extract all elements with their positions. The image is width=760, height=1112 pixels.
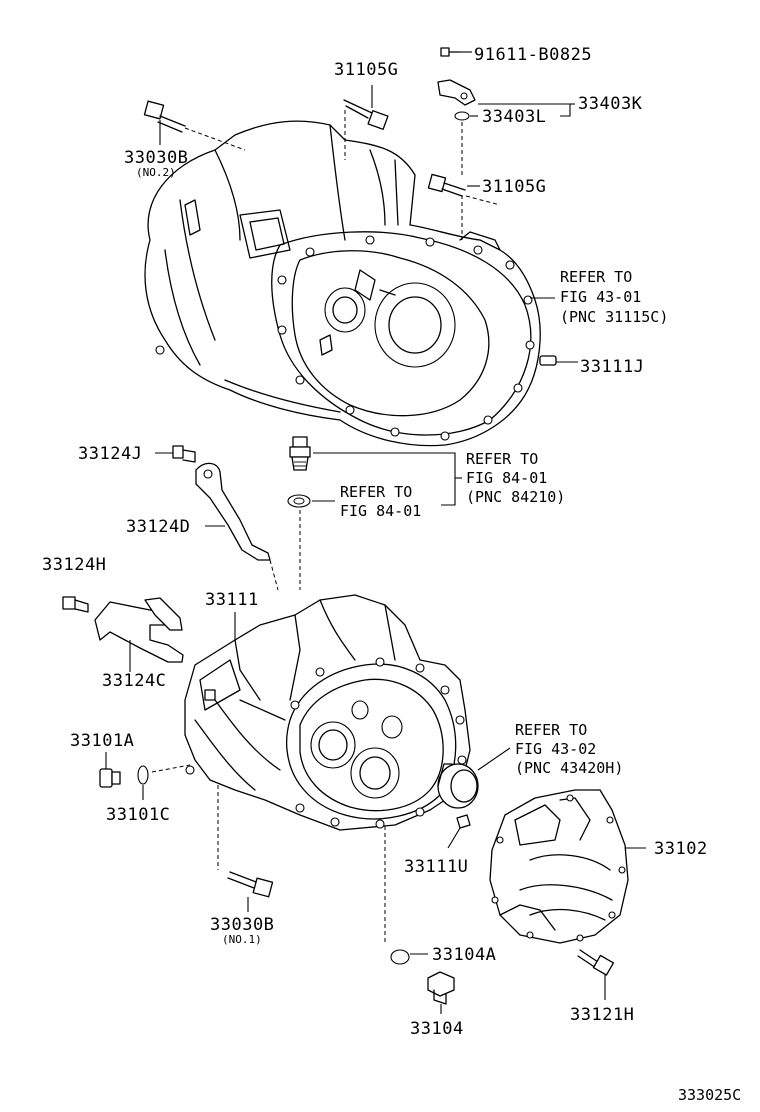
label-33104: 33104 (410, 1019, 464, 1039)
label-33124c: 33124C (102, 671, 166, 691)
label-33403l: 33403L (482, 107, 546, 127)
label-33030b-no2: 33030B (124, 148, 188, 168)
lever-33124c (94, 597, 184, 672)
label-33121h: 33121H (570, 1005, 634, 1025)
sensor-o-ring (287, 494, 311, 508)
label-33111: 33111 (205, 590, 259, 610)
label-91611-b0825: 91611-B0825 (474, 45, 592, 65)
label-33030b-no1-note: (NO.1) (222, 933, 262, 946)
label-33030b-no1: 33030B (210, 915, 274, 935)
bolt-31105g-mid (427, 173, 501, 206)
label-33102: 33102 (654, 839, 708, 859)
bolt-33121h (577, 949, 615, 1000)
oil-seal-refer (437, 747, 511, 809)
bracket-33403k (437, 79, 476, 106)
ref4-line1: REFER TO (515, 721, 587, 739)
bolt-33030b-no2 (143, 100, 246, 151)
label-33104a: 33104A (432, 945, 496, 965)
ref1-line2: FIG 43-01 (560, 288, 641, 306)
gasket-33101c (137, 765, 149, 785)
bolt-91611-b0825 (440, 47, 472, 57)
ref2-line1: REFER TO (466, 450, 538, 468)
label-31105g-mid: 31105G (482, 177, 546, 197)
speed-sensor (289, 436, 311, 471)
ref2-line2: FIG 84-01 (466, 469, 547, 487)
label-31105g-top: 31105G (334, 60, 398, 80)
label-33111u: 33111U (404, 857, 468, 877)
bolt-33124j (155, 445, 196, 463)
ref4-line3: (PNC 43420H) (515, 759, 623, 777)
label-33124j: 33124J (78, 444, 142, 464)
label-33101c: 33101C (106, 805, 170, 825)
ref1-line3: (PNC 31115C) (560, 308, 668, 326)
label-33030b-no2-note: (NO.2) (136, 166, 176, 179)
label-33403k: 33403K (578, 94, 643, 114)
ref2-line3: (PNC 84210) (466, 488, 565, 506)
plug-33101a (99, 752, 121, 788)
ref4-line2: FIG 43-02 (515, 740, 596, 758)
label-33101a: 33101A (70, 731, 134, 751)
lever-33124d (195, 462, 279, 591)
washer-33403l (454, 111, 470, 121)
cover-33102 (489, 789, 646, 944)
label-33124h: 33124H (42, 555, 106, 575)
bolt-33124h (62, 596, 89, 613)
label-33124d: 33124D (126, 517, 190, 537)
figure-code: 333025C (678, 1086, 741, 1104)
bolt-33030b-no1 (227, 871, 274, 912)
pin-33111j (539, 355, 578, 366)
ref3-line1: REFER TO (340, 483, 412, 501)
plug-33104 (427, 971, 455, 1014)
transmission-case-upper (144, 120, 541, 447)
bolt-31105g-top (343, 85, 389, 160)
gasket-33104a (390, 949, 410, 965)
ref3-line2: FIG 84-01 (340, 502, 421, 520)
ref1-line1: REFER TO (560, 268, 632, 286)
transaxle-case-33111 (184, 594, 471, 831)
label-33111j: 33111J (580, 357, 644, 377)
pin-33111u (447, 814, 471, 849)
